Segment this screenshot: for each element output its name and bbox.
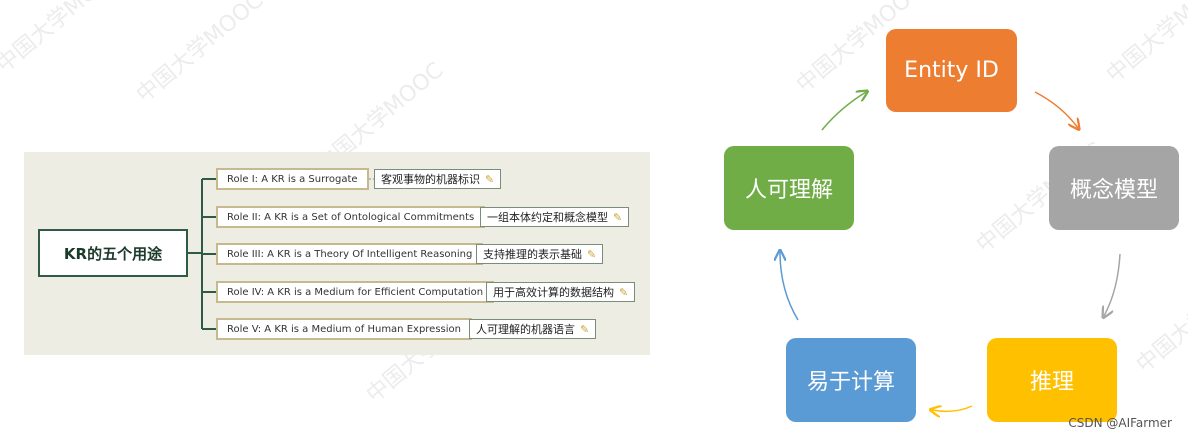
desc-text: 人可理解的机器语言: [476, 323, 575, 336]
kr-mindmap: KR的五个用途 Role I: A KR is a Surrogate Role…: [24, 152, 650, 355]
mindmap-desc-1: 客观事物的机器标识 ✎: [374, 169, 502, 189]
mindmap-desc-3: 支持推理的表示基础 ✎: [476, 244, 604, 264]
cycle-box-human-readable: 人可理解: [724, 146, 854, 230]
cycle-box-entity-id: Entity ID: [886, 29, 1017, 112]
mindmap-desc-4: 用于高效计算的数据结构 ✎: [486, 282, 636, 302]
mindmap-desc-2: 一组本体约定和概念模型 ✎: [480, 207, 630, 227]
cycle-box-easy-compute: 易于计算: [786, 338, 916, 422]
desc-text: 客观事物的机器标识: [381, 173, 480, 186]
cycle-box-concept-model: 概念模型: [1049, 146, 1179, 230]
desc-text: 支持推理的表示基础: [483, 248, 582, 261]
note-icon: ✎: [587, 247, 597, 261]
credit-text: CSDN @AIFarmer: [1068, 416, 1172, 430]
note-icon: ✎: [619, 285, 629, 299]
cycle-box-reasoning: 推理: [987, 338, 1117, 422]
mindmap-connectors: [188, 178, 486, 330]
arrow-yellow: [932, 406, 973, 411]
note-icon: ✎: [613, 210, 623, 224]
mindmap-root: KR的五个用途: [38, 229, 188, 277]
note-icon: ✎: [580, 322, 590, 336]
desc-text: 一组本体约定和概念模型: [487, 211, 608, 224]
arrow-green: [821, 92, 866, 131]
note-icon: ✎: [485, 172, 495, 186]
mindmap-desc-5: 人可理解的机器语言 ✎: [469, 319, 597, 339]
arrow-orange: [1034, 91, 1078, 128]
mindmap-role-3: Role III: A KR is a Theory Of Intelligen…: [216, 243, 484, 265]
mindmap-role-1: Role I: A KR is a Surrogate: [216, 168, 369, 190]
mindmap-role-2: Role II: A KR is a Set of Ontological Co…: [216, 206, 486, 228]
arrow-blue: [780, 252, 799, 321]
arrow-gray: [1104, 253, 1121, 316]
desc-text: 用于高效计算的数据结构: [493, 286, 614, 299]
